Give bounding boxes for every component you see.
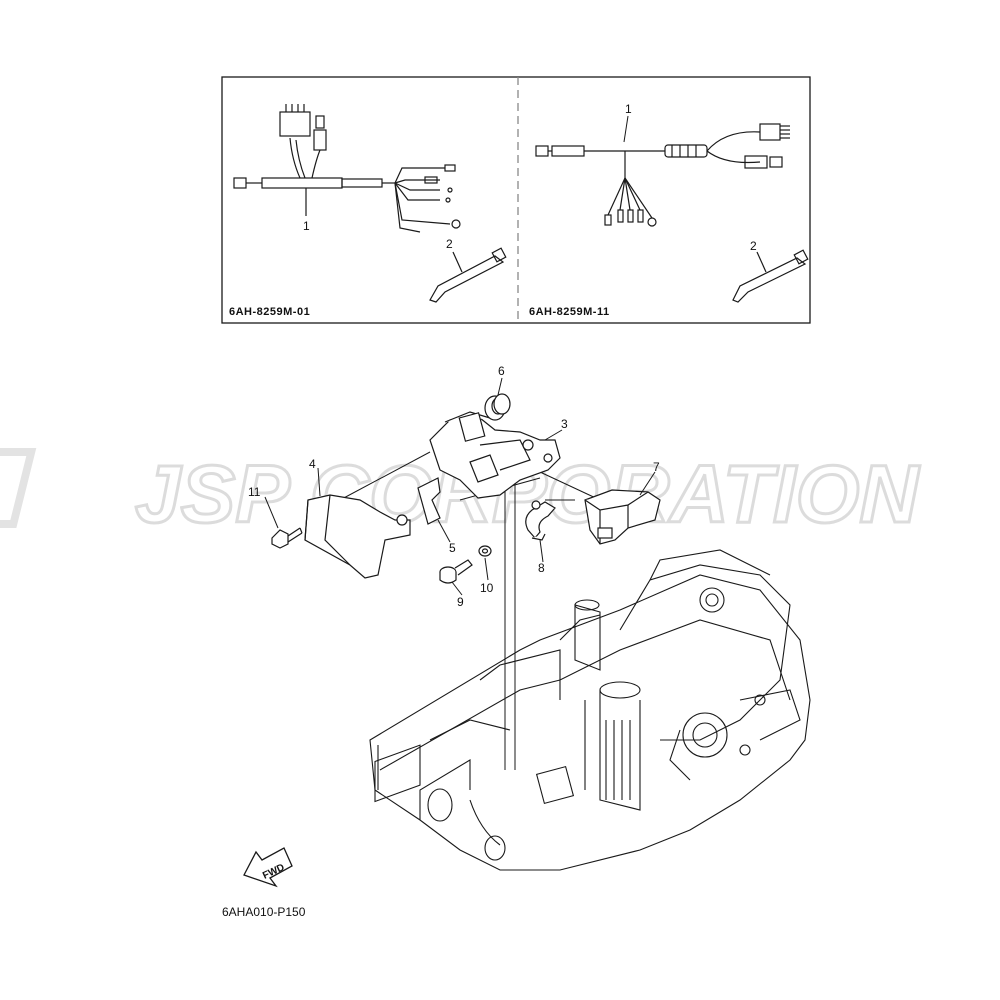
leader-lines [339, 451, 601, 770]
part-code-right: 6AH-8259M-11 [529, 306, 610, 318]
clamp-part-8 [525, 500, 556, 541]
bolt-part-9 [439, 559, 473, 584]
grommet-part-6 [484, 393, 511, 421]
cover-part-4 [304, 494, 411, 579]
callout-3: 3 [561, 417, 568, 431]
fwd-arrow-icon: FWD [243, 847, 293, 888]
cable-tie-left [429, 247, 507, 303]
callout-6: 6 [498, 364, 505, 378]
callout-8: 8 [538, 561, 545, 575]
part-code-left: 6AH-8259M-01 [229, 306, 310, 318]
wire-harness-right [535, 123, 790, 227]
callout-leaders [264, 377, 656, 596]
callout-9: 9 [457, 595, 464, 609]
callout-1-left: 1 [303, 219, 310, 233]
callout-4: 4 [309, 457, 316, 471]
bracket-part-3 [429, 411, 561, 499]
callout-2-right: 2 [750, 239, 757, 253]
callout-1-right: 1 [625, 102, 632, 116]
callout-11: 11 [248, 485, 261, 499]
wire-harness-left [233, 104, 461, 233]
callout-7: 7 [653, 460, 660, 474]
cover-part-7 [584, 489, 661, 545]
cable-tie-right [732, 249, 809, 303]
callout-5: 5 [449, 541, 456, 555]
callout-2-left: 2 [446, 237, 453, 251]
callout-10: 10 [480, 581, 494, 595]
washer-part-10 [478, 545, 492, 557]
engine-base [369, 549, 811, 871]
diagram-code: 6AHA010-P150 [222, 905, 306, 919]
harness-inset: 1 2 6AH-8259M-01 [221, 76, 811, 324]
bracket-part-5 [417, 477, 441, 525]
bolt-part-11 [271, 527, 303, 549]
